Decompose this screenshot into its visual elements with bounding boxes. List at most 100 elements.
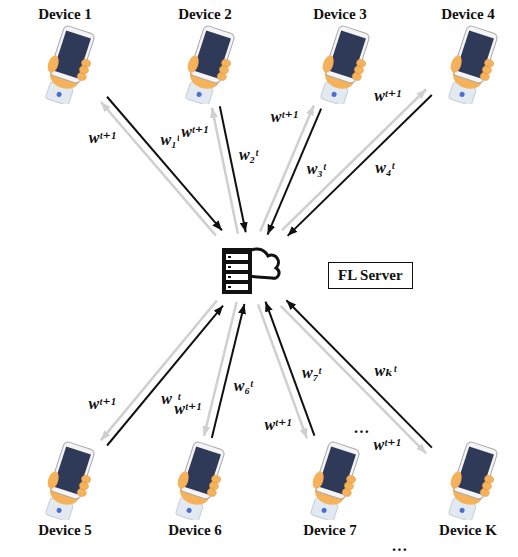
server-slot: [226, 254, 248, 260]
device-icon: [432, 24, 512, 104]
phone-body: [452, 441, 499, 500]
server-rack: [222, 248, 252, 294]
thumb: [449, 54, 464, 74]
phone-screen: [53, 31, 91, 79]
finger: [206, 488, 217, 498]
sleeve-button: [56, 507, 62, 513]
sleeve-button: [331, 91, 337, 97]
device-node: Device 5: [29, 440, 101, 540]
sleeve-button: [459, 507, 465, 513]
device-label: Device 6: [159, 520, 231, 540]
model-broadcast-arrow: [281, 306, 426, 453]
weight-label: wᵗ⁺¹: [269, 108, 300, 126]
model-upload-arrow: [288, 95, 432, 236]
ellipsis-label: …: [352, 419, 372, 437]
weight-label: wᵗ⁺¹: [179, 123, 210, 141]
finger: [479, 72, 490, 82]
finger: [76, 488, 87, 498]
weight-label: wᵗ⁺¹: [372, 87, 403, 105]
phone-body: [452, 25, 499, 84]
device-node: Device 4: [432, 4, 504, 104]
device-node: Device 3: [304, 4, 376, 104]
thumb: [176, 470, 191, 490]
thumb: [46, 54, 61, 74]
server-node: FL Server: [216, 236, 282, 300]
phone-screen: [193, 31, 231, 79]
phone-screen: [456, 447, 494, 495]
model-broadcast-arrow: [212, 108, 238, 234]
sleeve-button: [196, 91, 202, 97]
hand-phone-icon: [441, 440, 503, 520]
sleeve-button: [56, 91, 62, 97]
finger: [76, 72, 87, 82]
sleeve-button: [186, 507, 192, 513]
device-icon: [294, 440, 374, 520]
model-broadcast-arrow: [204, 302, 237, 436]
device-label: Device 2: [169, 4, 241, 24]
weight-label: w₃ᵗ: [305, 160, 328, 178]
device-icon: [432, 440, 512, 520]
device-node: Device 1: [29, 4, 101, 104]
server-slot: [226, 264, 248, 270]
weight-label: wᵗ⁺¹: [172, 400, 203, 418]
weight-label: wₖᵗ: [372, 362, 398, 380]
model-broadcast-arrow: [101, 102, 216, 236]
server-slot: [226, 284, 248, 290]
hand-phone-icon: [441, 24, 503, 104]
model-upload-arrow: [286, 300, 431, 447]
weight-label: w₄ᵗ: [373, 159, 396, 177]
device-label: Device 1: [29, 4, 101, 24]
phone-screen: [183, 447, 221, 495]
sleeve-button: [459, 91, 465, 97]
device-node: Device 7: [294, 440, 366, 540]
phone-screen: [456, 31, 494, 79]
sleeve-button: [321, 507, 327, 513]
device-node: Device K: [432, 440, 504, 540]
model-upload-arrow: [212, 304, 245, 438]
server-label: FL Server: [328, 262, 413, 289]
weight-label: wᵗ⁺¹: [87, 395, 118, 413]
hand-phone-icon: [168, 440, 230, 520]
weight-label: w₆ᵗ: [232, 377, 255, 395]
phone-body: [179, 441, 226, 500]
finger: [479, 488, 490, 498]
thumb: [449, 470, 464, 490]
model-broadcast-arrow: [282, 89, 426, 230]
device-label: Device 4: [432, 4, 504, 24]
finger: [351, 72, 362, 82]
device-label: Device 7: [294, 520, 366, 540]
phone-screen: [328, 31, 366, 79]
server-icon: [216, 236, 282, 300]
device-node: Device 2: [169, 4, 241, 104]
phone-screen: [318, 447, 356, 495]
phone-body: [49, 25, 96, 84]
weight-label: wᵗ⁺¹: [87, 129, 118, 147]
weight-label: wᵗ⁺¹: [372, 436, 403, 454]
hand-phone-icon: [38, 24, 100, 104]
server-led: [228, 286, 231, 288]
server-slot: [226, 274, 248, 280]
ellipsis-label: …: [390, 537, 410, 555]
weight-label: w₂ᵗ: [237, 146, 260, 164]
finger: [341, 488, 352, 498]
phone-screen: [53, 447, 91, 495]
phone-body: [189, 25, 236, 84]
thumb: [311, 470, 326, 490]
device-label: Device 3: [304, 4, 376, 24]
hand-phone-icon: [303, 440, 365, 520]
device-icon: [29, 24, 109, 104]
thumb: [186, 54, 201, 74]
device-label: Device K: [432, 520, 504, 540]
phone-body: [324, 25, 371, 84]
device-icon: [159, 440, 239, 520]
hand-phone-icon: [313, 24, 375, 104]
phone-body: [49, 441, 96, 500]
device-icon: [169, 24, 249, 104]
weight-label: w₇ᵗ: [300, 364, 323, 382]
device-icon: [29, 440, 109, 520]
hand-phone-icon: [38, 440, 100, 520]
device-node: Device 6: [159, 440, 231, 540]
server-led: [228, 276, 231, 278]
server-led: [228, 266, 231, 268]
